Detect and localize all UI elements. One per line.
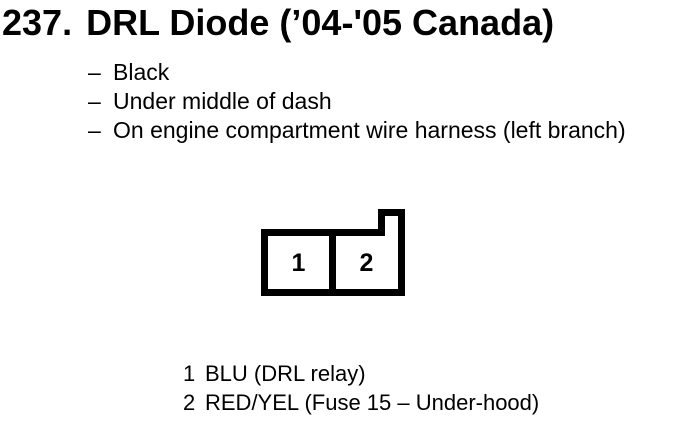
- figure-header: 237. DRL Diode (’04-'05 Canada): [2, 3, 554, 43]
- note-text: Under middle of dash: [113, 88, 332, 114]
- note-item: – Under middle of dash: [88, 87, 626, 116]
- pin-number: 2: [183, 390, 196, 415]
- pin-legend-row: 1 BLU (DRL relay): [183, 359, 539, 388]
- figure-title: DRL Diode (’04-'05 Canada): [86, 2, 555, 43]
- note-text: Black: [113, 59, 170, 85]
- bullet-dash: –: [88, 117, 101, 143]
- connector-pin-2-number: 2: [360, 249, 374, 277]
- pin-wire-label: RED/YEL (Fuse 15 – Under-hood): [205, 390, 540, 415]
- connector-diagram: 1 2: [261, 209, 405, 296]
- note-text: On engine compartment wire harness (left…: [113, 117, 626, 143]
- pin-legend-row: 2 RED/YEL (Fuse 15 – Under-hood): [183, 388, 539, 417]
- pin-wire-label: BLU (DRL relay): [205, 361, 366, 386]
- note-item: – Black: [88, 58, 626, 87]
- pin-number: 1: [183, 361, 196, 386]
- figure-number: 237.: [2, 2, 73, 43]
- connector-pin-1-number: 1: [292, 249, 306, 277]
- note-item: – On engine compartment wire harness (le…: [88, 116, 626, 145]
- bullet-dash: –: [88, 88, 101, 114]
- pin-legend: 1 BLU (DRL relay) 2 RED/YEL (Fuse 15 – U…: [183, 359, 539, 417]
- notes-list: – Black – Under middle of dash – On engi…: [88, 58, 626, 145]
- bullet-dash: –: [88, 59, 101, 85]
